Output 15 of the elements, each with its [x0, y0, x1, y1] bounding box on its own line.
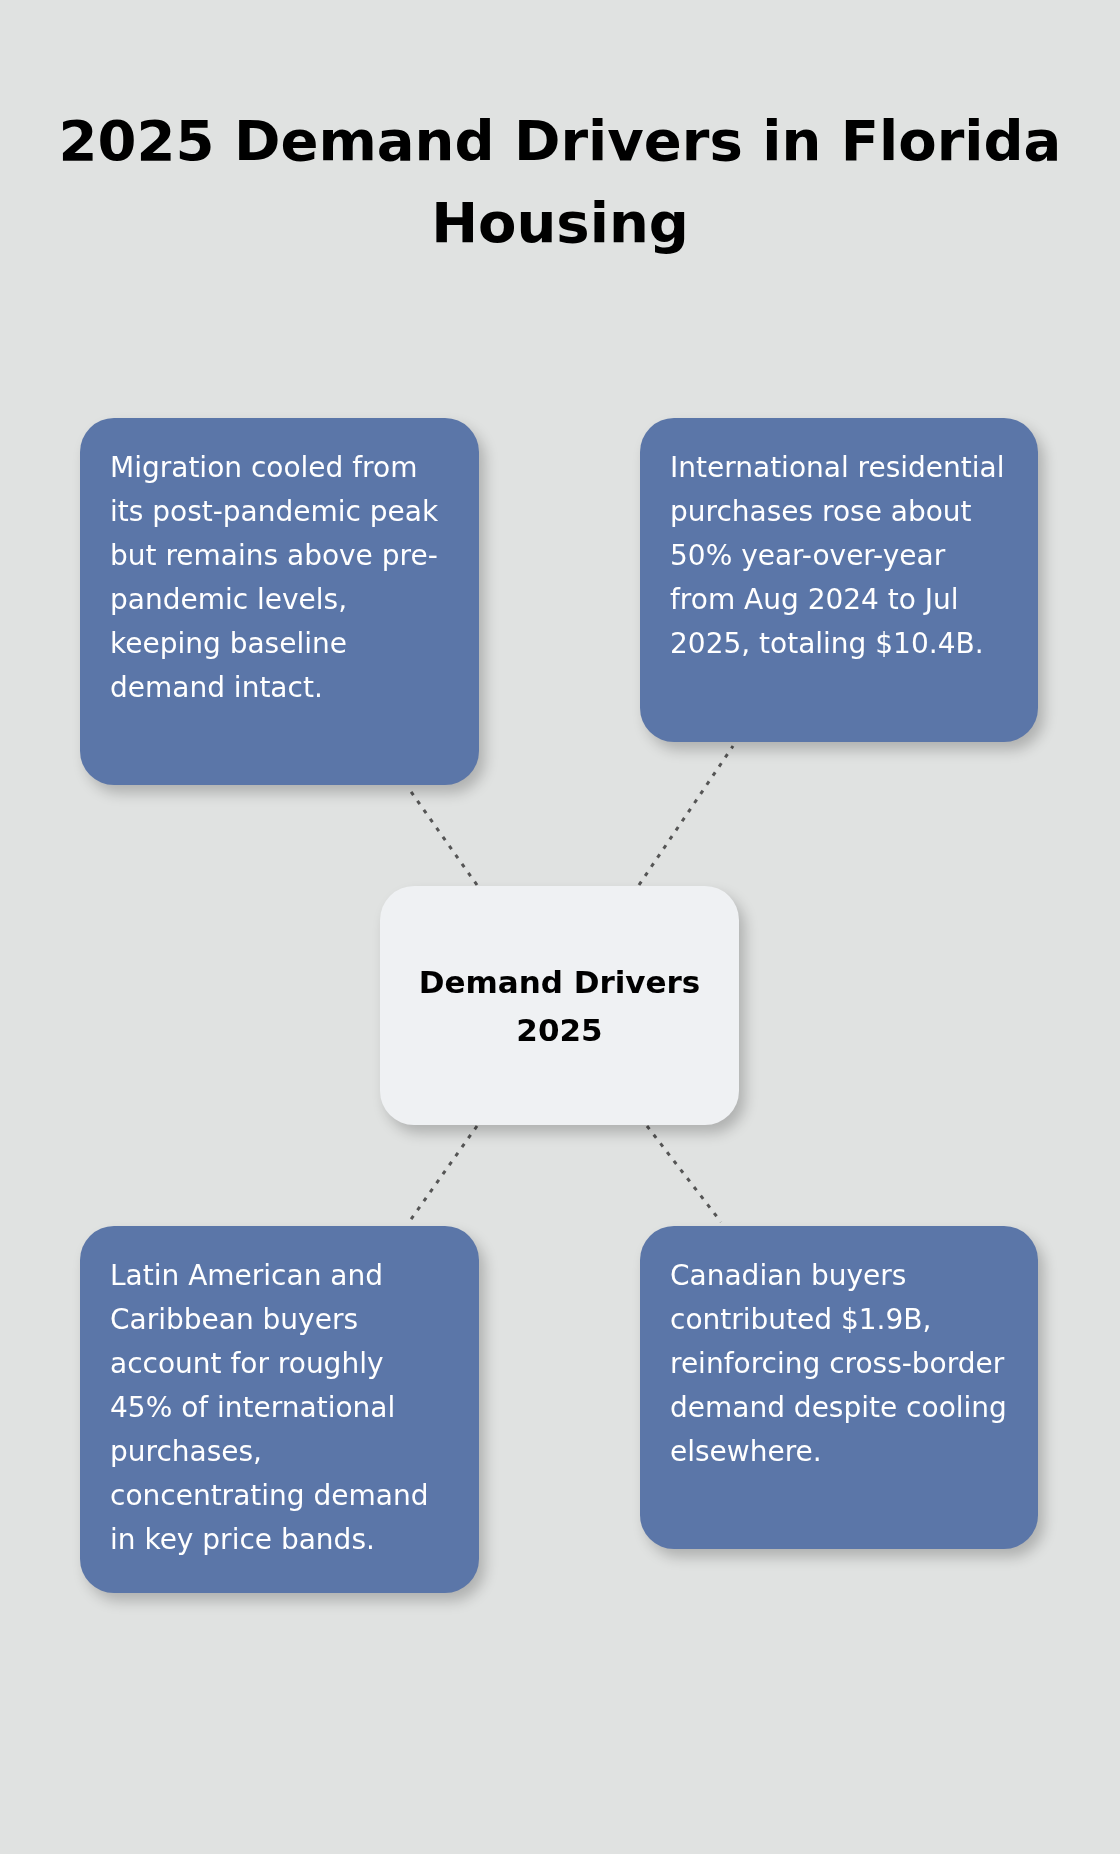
box-text: Latin American and Caribbean buyers account for roughly 45% of international purchases, concentrating demand in key price bands.	[110, 1258, 430, 1558]
info-box	[640, 1226, 1038, 1549]
dotted-connector	[407, 1125, 479, 1223]
hub-box	[380, 886, 739, 1125]
dotted-connector	[645, 1125, 723, 1223]
box-text: International residential purchases rose about 50% year-over-year from Aug 2024 to Jul 2025, totaling $10.4B.	[670, 450, 1006, 662]
info-box	[80, 1226, 479, 1593]
box-text: Canadian buyers contributed $1.9B, reinforcing cross-border demand despite cooling elsewhere.	[670, 1258, 1008, 1470]
hub-label: Demand Drivers 2025	[417, 962, 702, 1050]
dotted-connector	[407, 788, 479, 886]
dotted-connector	[637, 745, 735, 886]
box-text: Migration cooled from its post-pandemic peak but remains above pre-pandemic levels, keeping baseline demand intact.	[110, 450, 440, 706]
info-box	[80, 418, 479, 785]
info-box	[640, 418, 1038, 742]
title: 2025 Demand Drivers in Florida Housing	[57, 107, 1063, 257]
